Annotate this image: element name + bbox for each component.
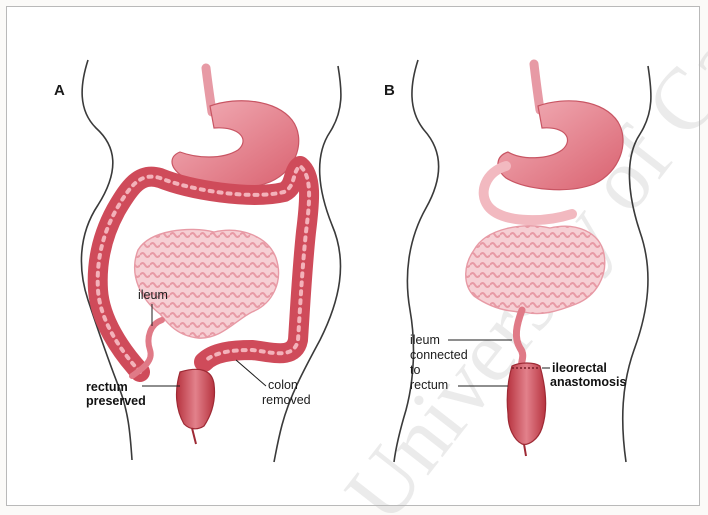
panel-a-stomach xyxy=(172,101,299,189)
panel-a-rectum-label-1: rectum xyxy=(86,380,128,394)
panel-a-rectum xyxy=(177,369,215,428)
panel-a: A ileum rectum preserved c xyxy=(54,60,341,462)
panel-a-letter: A xyxy=(54,82,65,99)
panel-b-letter: B xyxy=(384,82,395,99)
panel-a-colon-leader xyxy=(236,360,266,386)
panel-b-ileum-label-2: connected xyxy=(410,348,468,362)
panel-b-rectum xyxy=(507,363,545,444)
panel-b-stomach xyxy=(498,101,623,190)
panel-a-anus xyxy=(192,428,196,444)
panel-b-anus xyxy=(524,444,526,456)
panel-a-ileum-label: ileum xyxy=(138,288,168,302)
panel-b-ileum-label-4: rectum xyxy=(410,378,448,392)
panel-a-colon-label-2: removed xyxy=(262,393,311,407)
panel-b-anastomosis-label-1: ileorectal xyxy=(552,361,607,375)
panel-b-esophagus xyxy=(534,64,540,110)
panel-b-small-intestine xyxy=(466,226,605,314)
panel-b-anastomosis-label-2: anastomosis xyxy=(550,375,626,389)
panel-b-ileum-label-1: ileum xyxy=(410,333,440,347)
panel-b-ileum-label-3: to xyxy=(410,363,420,377)
panel-a-colon-label-1: colon xyxy=(268,378,298,392)
panel-a-rectum-label-2: preserved xyxy=(86,394,146,408)
